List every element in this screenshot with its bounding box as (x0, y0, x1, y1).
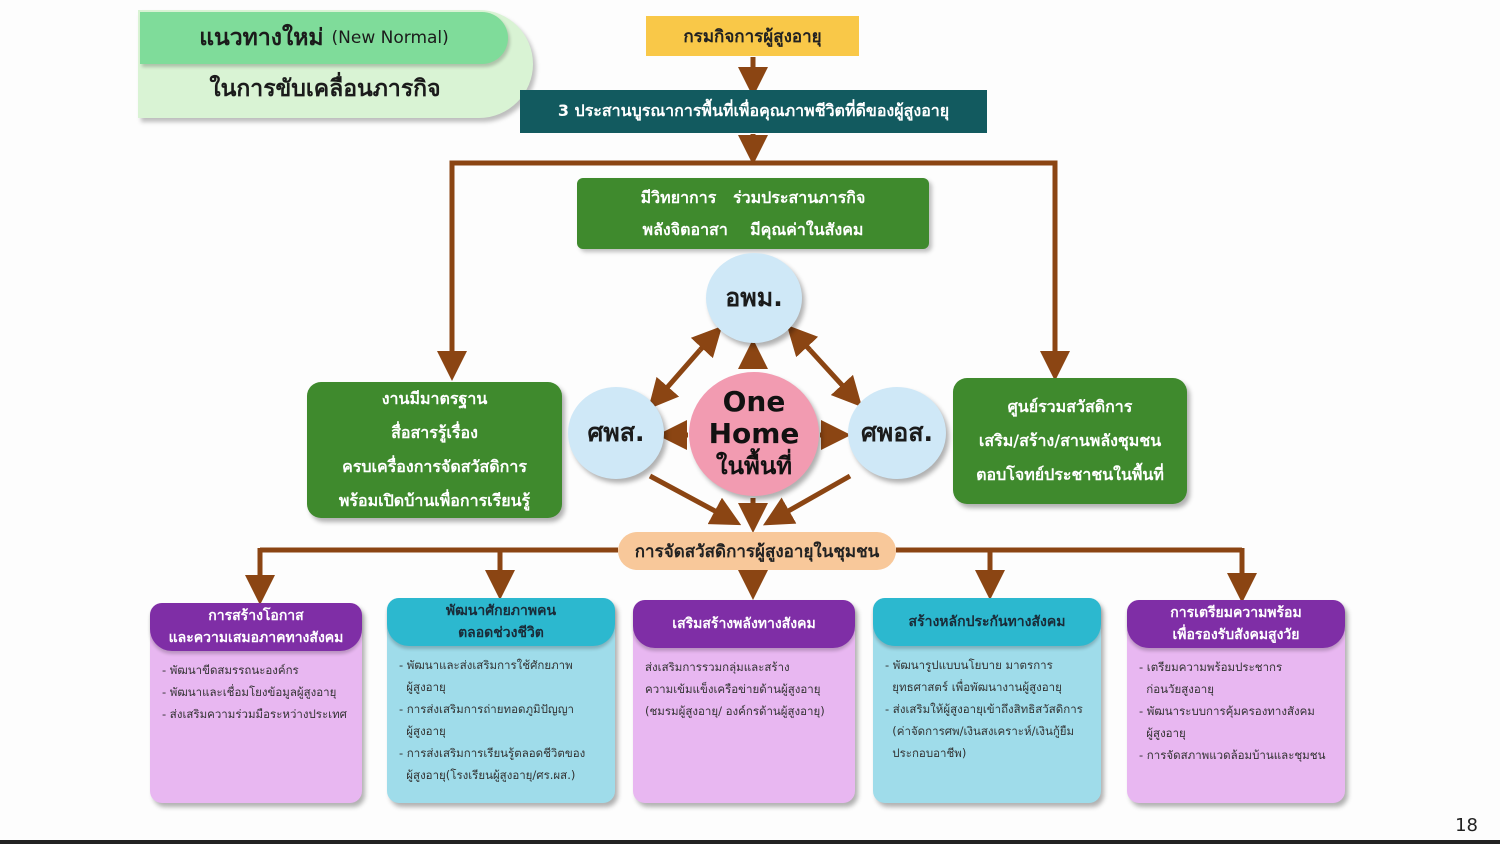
left-box-line: สื่อสารรู้เรื่อง (391, 423, 478, 442)
card-item: ประกอบอาชีพ) (885, 746, 967, 760)
right-box-line: ศูนย์รวมสวัสดิการ (1007, 397, 1133, 416)
card-social-empowerment: เสริมสร้างพลังทางสังคม ส่งเสริมการรวมกลุ… (633, 600, 855, 803)
card-head-line: เพื่อรองรับสังคมสูงวัย (1172, 627, 1300, 643)
card-item: ผู้สูงอายุ (399, 724, 446, 738)
card-item: - การส่งเสริมการถ่ายทอดภูมิปัญญา (399, 702, 574, 716)
title-main: แนวทางใหม่ (New Normal) (140, 12, 508, 64)
card-body: - พัฒนาและส่งเสริมการใช้ศักยภาพ ผู้สูงอา… (399, 654, 607, 786)
circle-one-home: One Home ในพื้นที่ (689, 372, 819, 496)
left-box-line: พร้อมเปิดบ้านเพื่อการเรียนรู้ (338, 491, 531, 510)
card-body: - เตรียมความพร้อมประชากร ก่อนวัยสูงอายุ … (1139, 656, 1337, 766)
bottom-border (0, 840, 1500, 844)
card-item: ผู้สูงอายุ(โรงเรียนผู้สูงอายุ/ศร.ผส.) (399, 768, 576, 782)
left-box-line: งานมีมาตรฐาน (381, 389, 488, 408)
circle-elderly-center: ศพอส. (848, 387, 946, 479)
welfare-center-box: ศูนย์รวมสวัสดิการ เสริม/สร้าง/สานพลังชุม… (953, 378, 1187, 504)
department-box: กรมกิจการผู้สูงอายุ (646, 16, 859, 56)
card-head: การสร้างโอกาส และความเสมอภาคทางสังคม (150, 603, 362, 651)
card-human-potential: พัฒนาศักยภาพคน ตลอดช่วงชีวิต - พัฒนาและส… (387, 598, 615, 803)
card-head: สร้างหลักประกันทางสังคม (873, 598, 1101, 646)
values-line1: มีวิทยาการ ร่วมประสานภารกิจ (640, 187, 866, 207)
card-aging-society: การเตรียมความพร้อม เพื่อรองรับสังคมสูงวั… (1127, 600, 1345, 803)
left-box-line: ครบเครื่องการจัดสวัสดิการ (342, 457, 527, 476)
one-home-th: ในพื้นที่ (715, 452, 793, 480)
card-item: ส่งเสริมการรวมกลุ่มและสร้าง (645, 660, 790, 674)
card-head: พัฒนาศักยภาพคน ตลอดช่วงชีวิต (387, 598, 615, 646)
right-box-line: ตอบโจทย์ประชาชนในพื้นที่ (976, 465, 1164, 484)
title-subtitle: (New Normal) (331, 28, 449, 48)
card-item: (ค่าจัดการศพ/เงินสงเคราะห์/เงินกู้ยืม (885, 724, 1075, 738)
card-head-line: การเตรียมความพร้อม (1170, 605, 1302, 621)
card-item: ยุทธศาสตร์ เพื่อพัฒนางานผู้สูงอายุ (885, 680, 1062, 694)
community-welfare-pill: การจัดสวัสดิการผู้สูงอายุในชุมชน (618, 532, 896, 570)
card-item: - พัฒนาขีดสมรรถนะองค์กร (162, 663, 299, 677)
card-head-line: เสริมสร้างพลังทางสังคม (672, 616, 816, 632)
card-item: - เตรียมความพร้อมประชากร (1139, 660, 1283, 674)
card-body: ส่งเสริมการรวมกลุ่มและสร้าง ความเข้มแข็ง… (645, 656, 847, 722)
card-item: - พัฒนาและส่งเสริมการใช้ศักยภาพ (399, 658, 573, 672)
page-number: 18 (1455, 815, 1478, 836)
title-line2: ในการขับเคลื่อนภารกิจ (209, 76, 441, 102)
circle-volunteers: อพม. (706, 253, 802, 343)
card-head-line: ตลอดช่วงชีวิต (458, 625, 544, 641)
right-box-line: เสริม/สร้าง/สานพลังชุมชน (978, 431, 1162, 450)
card-head: เสริมสร้างพลังทางสังคม (633, 600, 855, 648)
title-text: แนวทางใหม่ (199, 25, 324, 51)
card-body: - พัฒนารูปแบบนโยบาย มาตรการ ยุทธศาสตร์ เ… (885, 654, 1093, 764)
card-body: - พัฒนาขีดสมรรถนะองค์กร - พัฒนาและเชื่อม… (162, 659, 354, 725)
values-box: มีวิทยาการ ร่วมประสานภารกิจ พลังจิตอาสา … (577, 178, 929, 249)
card-item: - พัฒนาและเชื่อมโยงข้อมูลผู้สูงอายุ (162, 685, 337, 699)
card-head-line: สร้างหลักประกันทางสังคม (908, 614, 1066, 630)
values-line2: พลังจิตอาสา มีคุณค่าในสังคม (642, 219, 864, 239)
card-opportunity: การสร้างโอกาส และความเสมอภาคทางสังคม - พ… (150, 603, 362, 803)
integration-box: 3 ประสานบูรณาการพื้นที่เพื่อคุณภาพชีวิตท… (520, 90, 987, 133)
card-item: - พัฒนารูปแบบนโยบาย มาตรการ (885, 658, 1053, 672)
card-head-line: และความเสมอภาคทางสังคม (168, 630, 344, 646)
card-item: ก่อนวัยสูงอายุ (1139, 682, 1214, 696)
card-head-line: พัฒนาศักยภาพคน (445, 603, 557, 619)
card-head-line: การสร้างโอกาส (208, 608, 304, 624)
card-head: การเตรียมความพร้อม เพื่อรองรับสังคมสูงวั… (1127, 600, 1345, 648)
card-item: (ชมรมผู้สูงอายุ/ องค์กรด้านผู้สูงอายุ) (645, 704, 825, 718)
card-item: - พัฒนาระบบการคุ้มครองทางสังคม (1139, 704, 1315, 718)
card-item: ผู้สูงอายุ (399, 680, 446, 694)
one-home-en2: Home (708, 417, 800, 450)
card-item: - การจัดสภาพแวดล้อมบ้านและชุมชน (1139, 748, 1326, 762)
circle-spc: ศพส. (568, 387, 664, 479)
card-item: - การส่งเสริมการเรียนรู้ตลอดชีวิตของ (399, 746, 586, 760)
card-item: ผู้สูงอายุ (1139, 726, 1186, 740)
card-social-security: สร้างหลักประกันทางสังคม - พัฒนารูปแบบนโย… (873, 598, 1101, 803)
one-home-en1: One (722, 385, 786, 418)
card-item: - ส่งเสริมความร่วมมือระหว่างประเทศ (162, 707, 347, 721)
card-item: ความเข้มแข็งเครือข่ายด้านผู้สูงอายุ (645, 682, 821, 696)
standard-work-box: งานมีมาตรฐาน สื่อสารรู้เรื่อง ครบเครื่อง… (307, 382, 562, 518)
card-item: - ส่งเสริมให้ผู้สูงอายุเข้าถึงสิทธิสวัสด… (885, 702, 1083, 716)
